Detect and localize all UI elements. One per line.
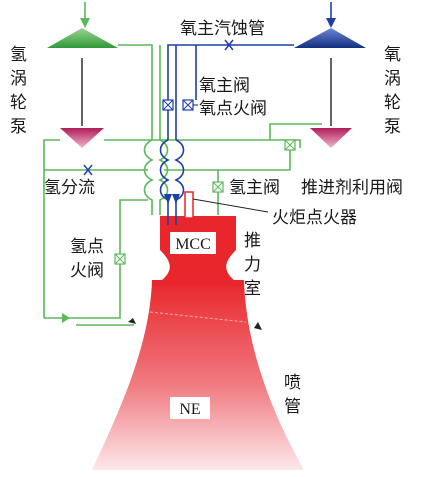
o2-flow-arrow-right	[172, 194, 180, 204]
mcc-label-box	[170, 232, 216, 254]
o2-flow-arrow-left	[164, 194, 172, 204]
h2-inlet-arrow	[80, 18, 90, 28]
o2-inlet-arrow	[326, 18, 336, 28]
oxygen-pump-label: 氧 涡 轮 泵	[384, 45, 401, 137]
hydrogen-turbine-icon	[60, 128, 104, 148]
mcc-label: MCC	[175, 236, 211, 253]
svg-text:氢点: 氢点	[70, 237, 104, 257]
svg-text:氧: 氧	[384, 45, 401, 65]
torch-leader-line	[192, 198, 269, 213]
svg-text:推: 推	[244, 231, 261, 251]
oxygen-ignition-valve-label: 氧点火阀	[199, 99, 267, 119]
valve-oxygen-main	[162, 99, 174, 111]
propellant-utilization-valve-label: 推进剂利用阀	[301, 178, 403, 198]
ne-label: NE	[179, 401, 200, 418]
svg-text:管: 管	[284, 397, 301, 417]
oxygen-lines	[159, 2, 332, 225]
hydrogen-pump-icon	[47, 28, 118, 48]
oxygen-turbine-icon	[310, 128, 352, 148]
svg-text:力: 力	[244, 255, 261, 275]
hydrogen-pump-label: 氢 涡 轮 泵	[10, 45, 27, 137]
svg-text:火阀: 火阀	[70, 261, 104, 281]
nozzle-label: 喷 管	[284, 373, 301, 417]
oxygen-main-erosion-pipe-label: 氧主汽蚀管	[180, 19, 265, 39]
valve-hydrogen-ignition	[114, 253, 126, 265]
nozzle-flange-left	[128, 318, 136, 324]
hydrogen-main-valve-label: 氢主阀	[229, 178, 280, 198]
oxygen-pump-icon	[294, 28, 366, 48]
oxygen-erosion-orifice-icon	[224, 39, 234, 51]
oxygen-main-valve-label: 氧主阀	[199, 76, 250, 96]
svg-text:喷: 喷	[284, 373, 301, 393]
ne-label-box	[170, 397, 210, 419]
valve-propellant-utilization	[284, 139, 296, 151]
svg-text:涡: 涡	[10, 69, 27, 89]
hydrogen-lines	[43, 2, 322, 326]
svg-text:室: 室	[244, 279, 261, 299]
svg-text:涡: 涡	[384, 69, 401, 89]
svg-text:轮: 轮	[384, 93, 401, 113]
svg-text:轮: 轮	[10, 93, 27, 113]
svg-text:泵: 泵	[10, 117, 27, 137]
svg-text:泵: 泵	[384, 117, 401, 137]
nozzle-bell	[92, 280, 304, 470]
valve-hydrogen-main	[212, 181, 224, 193]
svg-text:氢: 氢	[10, 45, 27, 65]
valve-oxygen-ignition	[182, 99, 194, 111]
h2-return-arrow	[62, 313, 70, 323]
thrust-chamber-label: 推 力 室	[244, 231, 261, 299]
hydrogen-diversion-orifice-icon	[83, 164, 93, 176]
torch-igniter	[184, 191, 194, 219]
hydrogen-diversion-label: 氢分流	[44, 178, 95, 198]
nozzle-joint-line	[149, 311, 247, 323]
nozzle-flange-right	[254, 322, 262, 330]
torch-igniter-label: 火炬点火器	[272, 208, 357, 228]
hydrogen-ignition-valve-label: 氢点 火阀	[70, 237, 104, 281]
